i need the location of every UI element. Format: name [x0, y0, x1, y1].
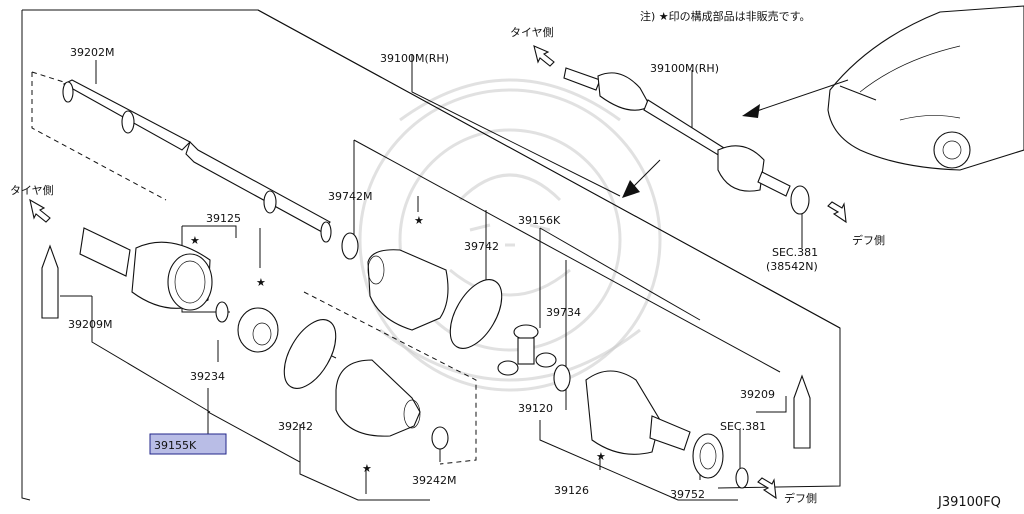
direction-arrows [29, 45, 849, 500]
note-text: 注) ★印の構成部品は非販売です。 [640, 9, 811, 23]
star-marker: ★ [362, 462, 372, 475]
boot-outer [335, 359, 421, 437]
label-39242M[interactable]: 39242M [412, 474, 456, 487]
label-39126[interactable]: 39126 [554, 484, 589, 497]
label-39202M[interactable]: 39202M [70, 46, 114, 59]
inner-housing [585, 370, 691, 455]
star-marker: ★ [596, 450, 606, 463]
label-tire-side-left: タイヤ側 [10, 184, 54, 197]
label-39156K[interactable]: 39156K [518, 214, 561, 227]
drive-shaft [62, 79, 332, 243]
boot-inner [367, 249, 449, 331]
label-sec381-bottom[interactable]: SEC.381 [720, 420, 766, 433]
label-sec381-top[interactable]: SEC.381 [772, 246, 818, 259]
grease-tube-39209 [793, 374, 811, 449]
star-marker: ★ [414, 214, 424, 227]
label-diff-side-bottom: デフ側 [784, 491, 817, 505]
label-sec381-top-sub: (38542N) [766, 260, 818, 273]
tripod-joint [497, 324, 557, 376]
shaft-assembly-overview [563, 67, 791, 197]
star-marker: ★ [190, 234, 200, 247]
boot-bands [283, 279, 503, 389]
diagram-code: J39100FQ [937, 495, 1001, 510]
label-diff-side-top: デフ側 [852, 233, 885, 247]
label-39242[interactable]: 39242 [278, 420, 313, 433]
outer-joint [79, 227, 213, 311]
label-39734[interactable]: 39734 [546, 306, 581, 319]
car-illustration [827, 5, 1024, 171]
label-39120[interactable]: 39120 [518, 402, 553, 415]
watermark-crest [358, 78, 662, 392]
label-39742M[interactable]: 39742M [328, 190, 372, 203]
small-rings [215, 185, 810, 489]
star-markers: ★ ★ ★ ★ ★ [190, 214, 606, 475]
label-tire-side-top: タイヤ側 [510, 26, 554, 39]
label-39100M-rh-main[interactable]: 39100M(RH) [380, 52, 449, 65]
star-marker: ★ [256, 276, 266, 289]
label-39100M-rh-small[interactable]: 39100M(RH) [650, 62, 719, 75]
label-39234[interactable]: 39234 [190, 370, 225, 383]
label-39155K[interactable]: 39155K [154, 439, 197, 452]
label-39209[interactable]: 39209 [740, 388, 775, 401]
label-39742[interactable]: 39742 [464, 240, 499, 253]
part-labels: 注) ★印の構成部品は非販売です。 39202M 39100M(RH) 3910… [10, 9, 1001, 510]
label-39209M[interactable]: 39209M [68, 318, 112, 331]
assembly-frame [21, 9, 841, 501]
inner-race [237, 307, 279, 353]
label-39125[interactable]: 39125 [206, 212, 241, 225]
label-39752[interactable]: 39752 [670, 488, 705, 501]
part-highlight-box [149, 433, 227, 455]
grease-tube-39209M [41, 244, 59, 319]
